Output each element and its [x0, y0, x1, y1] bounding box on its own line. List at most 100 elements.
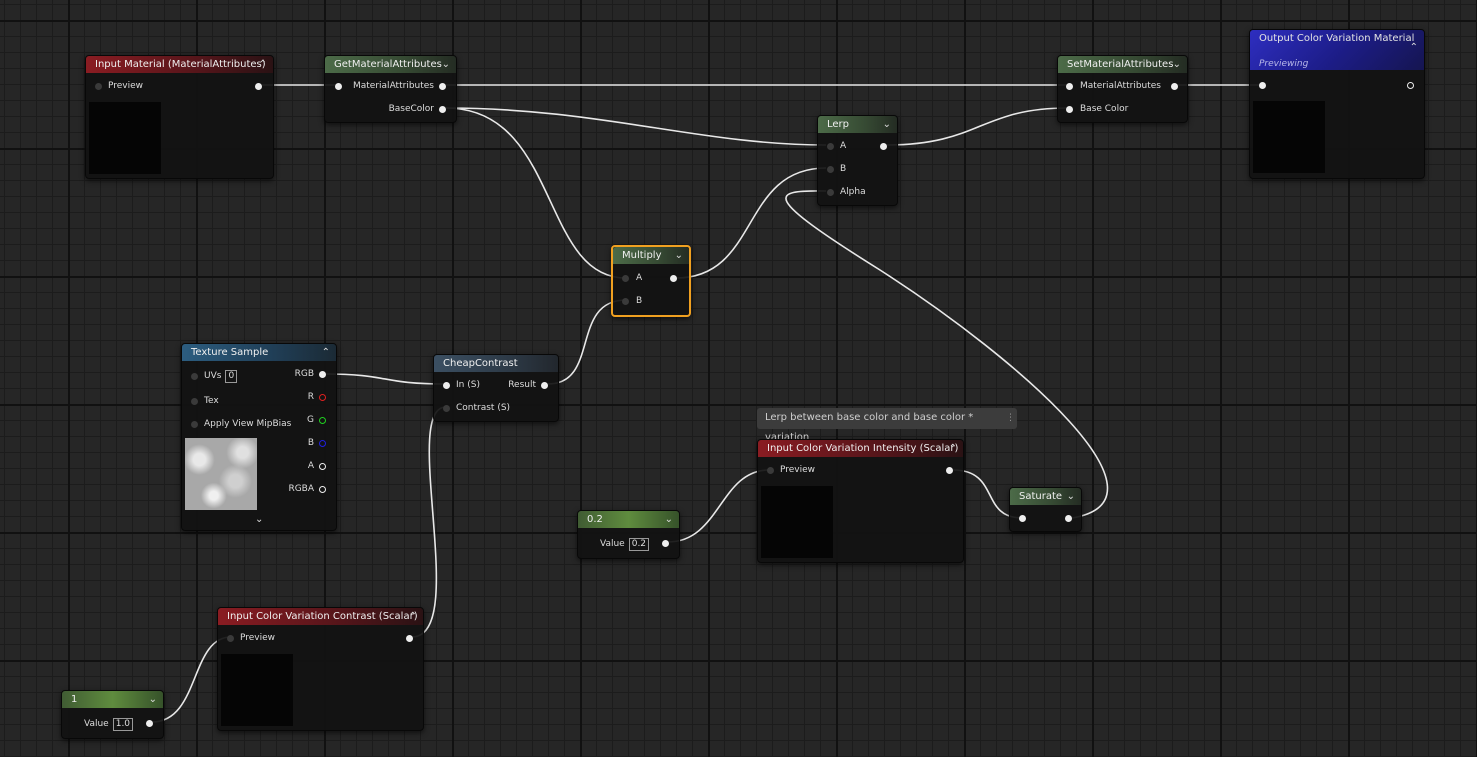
saturate-node[interactable]: Saturate⌄: [1009, 487, 1082, 532]
cheap-contrast-node[interactable]: CheapContrast In (S) Result Contrast (S): [433, 354, 559, 422]
node-header[interactable]: Lerp⌄: [818, 116, 897, 133]
output-header[interactable]: Output Color Variation Material Previewi…: [1250, 30, 1424, 70]
comment-bubble[interactable]: Lerp between base color and base color *…: [757, 408, 1017, 443]
chevron-down-icon[interactable]: ⌄: [664, 514, 673, 525]
result-label: Result: [508, 380, 536, 390]
output-input-pin[interactable]: [1259, 82, 1266, 89]
output-pin[interactable]: [662, 540, 669, 547]
material-attributes-output-pin[interactable]: [439, 83, 446, 90]
saturate-output-pin[interactable]: [1065, 515, 1072, 522]
preview-input-pin[interactable]: [95, 83, 102, 90]
preview-input-pin[interactable]: [767, 467, 774, 474]
rgba-label: RGBA: [288, 484, 314, 494]
r-label: R: [307, 392, 314, 402]
material-attributes-output-pin[interactable]: [1171, 83, 1178, 90]
chevron-down-icon[interactable]: ⌄: [882, 119, 891, 130]
chevron-down-icon[interactable]: ⌄: [1172, 59, 1181, 70]
tex-pin[interactable]: [191, 398, 198, 405]
rgb-output-pin[interactable]: [319, 371, 326, 378]
output-output-pin[interactable]: [1407, 82, 1414, 89]
collapse-chevron-icon[interactable]: ⌃: [321, 347, 330, 358]
multiply-a-label: A: [636, 273, 643, 283]
output-title: Output Color Variation Material: [1259, 33, 1415, 44]
preview-input-pin[interactable]: [227, 635, 234, 642]
node-header[interactable]: Input Color Variation Contrast (Scalar)⌃: [218, 608, 423, 625]
chevron-down-icon[interactable]: ⌄: [148, 694, 157, 705]
multiply-b-label: B: [636, 296, 643, 306]
node-header[interactable]: Input Color Variation Intensity (Scalar)…: [758, 440, 963, 457]
multiply-b-pin[interactable]: [622, 298, 629, 305]
lerp-output-pin[interactable]: [880, 143, 887, 150]
lerp-a-pin[interactable]: [827, 143, 834, 150]
mipbias-pin[interactable]: [191, 421, 198, 428]
input-color-variation-contrast-node[interactable]: Input Color Variation Contrast (Scalar)⌃…: [217, 607, 424, 731]
basecolor-out-label: BaseColor: [388, 104, 434, 114]
multiply-node[interactable]: Multiply⌄ A B: [611, 245, 691, 317]
chevron-down-icon[interactable]: ⌄: [674, 250, 683, 261]
input-material-node[interactable]: Input Material (MaterialAttributes)⌃ Pre…: [85, 55, 274, 179]
collapse-chevron-icon[interactable]: ⌃: [258, 59, 267, 70]
value-field[interactable]: 0.2: [628, 538, 650, 551]
node-header[interactable]: CheapContrast: [434, 355, 558, 372]
multiply-output-pin[interactable]: [670, 275, 677, 282]
set-material-attributes-node[interactable]: SetMaterialAttributes⌄ MaterialAttribute…: [1057, 55, 1188, 123]
lerp-node[interactable]: Lerp⌄ A B Alpha: [817, 115, 898, 206]
input-color-variation-intensity-node[interactable]: Input Color Variation Intensity (Scalar)…: [757, 439, 964, 563]
noise-texture-preview: [185, 438, 257, 510]
collapse-chevron-icon[interactable]: ⌃: [408, 611, 417, 622]
basecolor-output-pin[interactable]: [439, 106, 446, 113]
node-header[interactable]: Input Material (MaterialAttributes)⌃: [86, 56, 273, 73]
a-output-pin[interactable]: [319, 463, 326, 470]
node-header[interactable]: SetMaterialAttributes⌄: [1058, 56, 1187, 73]
node-header[interactable]: Multiply⌄: [613, 247, 689, 264]
output-pin[interactable]: [946, 467, 953, 474]
preview-label: Preview: [108, 81, 144, 91]
collapse-chevron-icon[interactable]: ⌃: [1409, 42, 1418, 53]
node-header[interactable]: 1⌄: [62, 691, 163, 708]
wire-lerp-to-set-basecolor: [885, 107, 1069, 146]
preview-label: Preview: [780, 465, 816, 475]
lerp-alpha-pin[interactable]: [827, 189, 834, 196]
wire-rgb-to-contrast-in: [324, 373, 447, 385]
node-header[interactable]: Texture Sample⌃: [182, 344, 336, 361]
material-attributes-input-pin[interactable]: [1066, 83, 1073, 90]
in-s-pin[interactable]: [443, 382, 450, 389]
output-pin[interactable]: [255, 83, 262, 90]
preview-label: Preview: [240, 633, 276, 643]
output-pin[interactable]: [406, 635, 413, 642]
result-output-pin[interactable]: [541, 382, 548, 389]
g-label: G: [307, 415, 314, 425]
b-output-pin[interactable]: [319, 440, 326, 447]
node-header[interactable]: GetMaterialAttributes⌄: [325, 56, 456, 73]
material-attributes-input-pin[interactable]: [335, 83, 342, 90]
comment-grip-icon[interactable]: ⋮: [1006, 413, 1015, 423]
output-material-node[interactable]: Output Color Variation Material Previewi…: [1249, 29, 1425, 179]
chevron-down-icon[interactable]: ⌄: [1066, 491, 1075, 502]
saturate-input-pin[interactable]: [1019, 515, 1026, 522]
output-pin[interactable]: [146, 720, 153, 727]
rgba-output-pin[interactable]: [319, 486, 326, 493]
base-color-input-pin[interactable]: [1066, 106, 1073, 113]
lerp-b-pin[interactable]: [827, 166, 834, 173]
uvs-pin[interactable]: [191, 373, 198, 380]
lerp-alpha-label: Alpha: [840, 187, 866, 197]
r-output-pin[interactable]: [319, 394, 326, 401]
node-header[interactable]: 0.2⌄: [578, 511, 679, 528]
uvs-value-field[interactable]: 0: [225, 370, 238, 383]
get-material-attributes-node[interactable]: GetMaterialAttributes⌄ MaterialAttribute…: [324, 55, 457, 123]
expand-chevron-icon[interactable]: ⌄: [255, 514, 264, 525]
g-output-pin[interactable]: [319, 417, 326, 424]
collapse-chevron-icon[interactable]: ⌃: [948, 443, 957, 454]
multiply-a-pin[interactable]: [622, 275, 629, 282]
value-field[interactable]: 1.0: [112, 718, 134, 731]
node-header[interactable]: Saturate⌄: [1010, 488, 1081, 505]
contrast-s-pin[interactable]: [443, 405, 450, 412]
mipbias-label: Apply View MipBias: [204, 419, 292, 429]
chevron-down-icon[interactable]: ⌄: [441, 59, 450, 70]
